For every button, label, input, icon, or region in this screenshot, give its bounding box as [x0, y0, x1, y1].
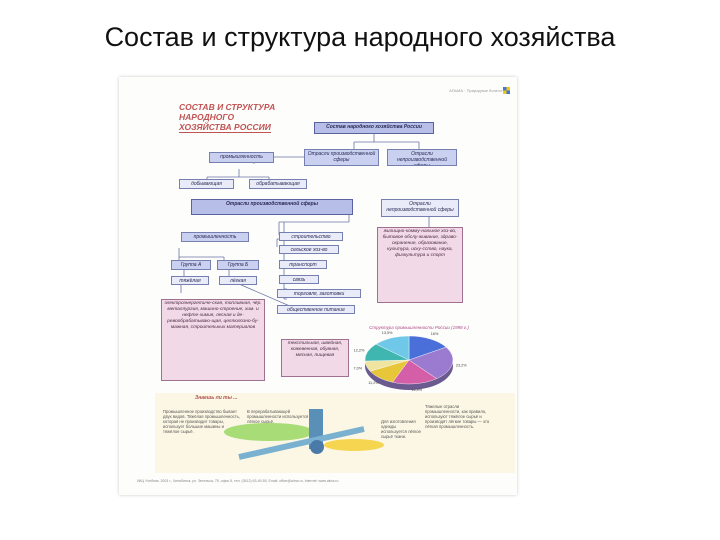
- industry2-box: промышленность: [181, 232, 249, 242]
- light-industries-box: текстильная, швейная, кожевенная, обувна…: [281, 339, 349, 377]
- light-box: лёгкая: [219, 276, 257, 285]
- industry-box: промышленность: [209, 152, 274, 163]
- pie-value-label: 12,2%: [354, 349, 365, 353]
- top-box: Состав народного хозяйства России: [314, 122, 434, 134]
- brand-logo-icon: [503, 87, 510, 94]
- pie-slice: [375, 335, 410, 361]
- pie-value-label: 11,2%: [368, 381, 379, 385]
- footer-text: ИКЦ Учебник, 2003 г., Челябинск, ул. Энг…: [137, 479, 339, 483]
- pie-value-label: 16%: [431, 332, 439, 336]
- sheet-heading: СОСТАВ И СТРУКТУРА НАРОДНОГО ХОЗЯЙСТВА Р…: [179, 102, 309, 133]
- nonprod-list-box: жилищно-комму-нальное хоз-во, бытовое об…: [377, 227, 463, 303]
- heavy-industries-box: электроэнергетиче-ская, топливная, чёр. …: [161, 299, 265, 381]
- manufacturing-box: обрабатывающая: [249, 179, 307, 189]
- group-a-box: Группа А: [171, 260, 211, 270]
- slide-title: Состав и структура народного хозяйства: [104, 22, 616, 52]
- pie-slice: [408, 335, 447, 361]
- pie-chart: 16% 23,2% 16,9% 11,2% 7,0% 12,2% 13,5%: [354, 331, 468, 392]
- trade-box: торговля, заготовки: [277, 289, 361, 298]
- pie-value-label: 7,0%: [354, 366, 363, 370]
- bottom-text-2: В перерабатывающей промышленности исполь…: [247, 409, 309, 424]
- heavy-box: тяжёлая: [171, 276, 209, 285]
- prod-sphere-box: Отрасли производственной сферы: [304, 149, 379, 166]
- pie-slice: [408, 346, 454, 379]
- group-b-box: Группа Б: [217, 260, 259, 270]
- construction-box: строительство: [279, 232, 343, 241]
- diagram-sheet: СОСТАВ И СТРУКТУРА НАРОДНОГО ХОЗЯЙСТВА Р…: [119, 77, 517, 495]
- bottom-text-1: Промышленное производство бывает двух ви…: [163, 409, 240, 434]
- pie-title: Структура промышленности России (1998 г.…: [369, 325, 469, 330]
- pie-slice: [392, 359, 438, 385]
- bottom-title: Знаешь ли ты ...: [195, 395, 238, 401]
- nonprod-sphere-box: Отрасли непроизводственной сферы: [387, 149, 457, 166]
- bottom-text-3: Для изготовления одежды используется лёг…: [381, 419, 421, 439]
- pie-value-label: 16,9%: [411, 388, 422, 392]
- extractive-box: добывающая: [179, 179, 234, 189]
- agriculture-box: сельское хоз-во: [279, 245, 339, 254]
- brand-text: АЛЬМА · Природные богатства: [449, 88, 507, 93]
- sheet-heading-line2: ХОЗЯЙСТВА РОССИИ: [179, 122, 271, 133]
- bottom-text-4: Тяжелые отрасли промышленности, как прав…: [425, 404, 490, 429]
- nonprod-sphere-big-box: Отрасли непроизводственной сферы: [381, 199, 459, 217]
- pie-value-label: 13,5%: [382, 331, 393, 335]
- pie-value-label: 23,2%: [456, 363, 467, 367]
- sheet-heading-line1: СОСТАВ И СТРУКТУРА НАРОДНОГО: [179, 102, 276, 122]
- transport-box: транспорт: [279, 260, 327, 269]
- catering-box: общественное питание: [277, 305, 355, 314]
- communication-box: связь: [279, 275, 319, 284]
- machine-illustration: [224, 409, 384, 460]
- prod-sphere-big-box: Отрасли производственной сферы: [191, 199, 353, 215]
